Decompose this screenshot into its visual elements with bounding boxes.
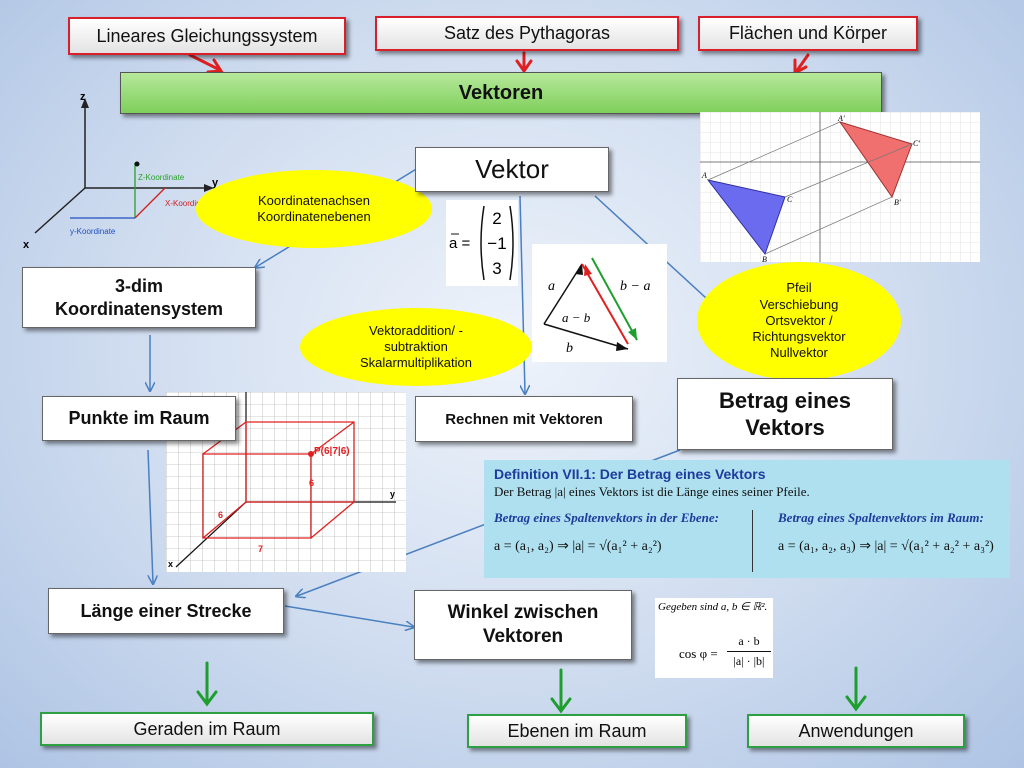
axis-y-label: y — [212, 177, 219, 189]
z-koordinate-label: Z-Koordinate — [138, 173, 185, 182]
ellipse-vektoraddition: Vektoraddition/ - subtraktion Skalarmult… — [300, 308, 532, 386]
box-winkel-zwischen-vektoren: Winkel zwischen Vektoren — [414, 590, 632, 660]
definition-formula-plane: a = (a₁, a₂) ⇒ |a| = √(a₁² + a₂²) — [494, 539, 662, 554]
box-geraden-im-raum: Geraden im Raum — [40, 712, 374, 746]
definition-betrag-figure: Definition VII.1: Der Betrag eines Vekto… — [484, 460, 1010, 578]
box-vektor: Vektor — [415, 147, 609, 192]
box-lineares-gleichungssystem: Lineares Gleichungssystem — [68, 17, 346, 55]
x-koordinate-label: X-Koordinate — [165, 199, 212, 208]
red-arrow-3 — [794, 53, 810, 74]
definition-sub-space: Betrag eines Spaltenvektors im Raum: — [778, 510, 984, 525]
box-betrag-eines-vektors: Betrag eines Vektors — [677, 378, 893, 450]
axis-x-label: x — [23, 239, 30, 251]
definition-divider — [752, 510, 753, 572]
label-A-prime: A' — [837, 114, 845, 123]
label-b-minus-a: b − a — [620, 279, 650, 294]
vector-a-v3: 3 — [492, 259, 501, 278]
grid-axis-y: y — [390, 489, 395, 499]
label-B-prime: B' — [894, 198, 901, 207]
box-ebenen-im-raum: Ebenen im Raum — [467, 714, 687, 748]
y-koordinate-label: y-Koordinate — [70, 227, 116, 236]
axis-z-label: z — [80, 91, 86, 103]
definition-text: Der Betrag |a| eines Vektors ist die Län… — [494, 484, 810, 499]
definition-title: Definition VII.1: Der Betrag eines Vekto… — [494, 466, 766, 482]
point-p-label: P(6|7|6) — [314, 446, 350, 457]
label-B: B — [762, 255, 767, 262]
label-a: a — [548, 279, 555, 294]
triangle-grid-figure: A B C A' B' C' — [700, 112, 980, 264]
vector-difference-figure: a b − a a − b b — [532, 244, 667, 362]
grid-axis-x: x — [168, 559, 173, 569]
axes-figure: z y x Z-Koordinate X-Koordinate y-Koordi… — [23, 91, 219, 251]
vector-a-v1: 2 — [492, 209, 501, 228]
grid-label-6b: 6 — [218, 510, 223, 520]
vector-a-figure: a = 2 −1 3 — [446, 200, 518, 286]
cos-den: |a| · |b| — [733, 654, 765, 668]
cos-lhs: cos φ = — [679, 646, 718, 661]
cos-formula-figure: Gegeben sind a, b ∈ ℝ². cos φ = a · b |a… — [655, 598, 773, 678]
box-flaechen-und-koerper: Flächen und Körper — [698, 16, 918, 51]
red-arrow-1 — [188, 53, 222, 72]
label-C: C — [787, 195, 793, 204]
cos-given: Gegeben sind a, b ∈ ℝ². — [658, 601, 768, 613]
grid-label-6: 6 — [309, 478, 314, 488]
box-laenge-einer-strecke: Länge einer Strecke — [48, 588, 284, 634]
label-C-prime: C' — [913, 139, 920, 148]
label-b: b — [566, 341, 573, 356]
definition-sub-plane: Betrag eines Spaltenvektors in der Ebene… — [494, 510, 719, 525]
cos-num: a · b — [738, 634, 760, 648]
ellipse-koordinatenachsen: Koordinatenachsen Koordinatenebenen — [196, 170, 432, 248]
vector-a-v2: −1 — [487, 234, 506, 253]
box-anwendungen: Anwendungen — [747, 714, 965, 748]
ellipse-pfeil: Pfeil Verschiebung Ortsvektor / Richtung… — [697, 262, 901, 380]
vector-a-lhs: a = — [449, 235, 471, 252]
label-A: A — [701, 171, 707, 180]
grid-label-7: 7 — [258, 544, 263, 554]
box-3dim-koordinatensystem: 3-dim Koordinatensystem — [22, 267, 256, 328]
label-a-minus-b: a − b — [562, 310, 591, 325]
arrow-laenge-to-winkel — [284, 605, 413, 627]
definition-formula-space: a = (a₁, a₂, a₃) ⇒ |a| = √(a₁² + a₂² + a… — [778, 539, 994, 554]
box-satz-des-pythagoras: Satz des Pythagoras — [375, 16, 679, 51]
box-rechnen-mit-vektoren: Rechnen mit Vektoren — [415, 396, 633, 442]
box-punkte-im-raum: Punkte im Raum — [42, 396, 236, 441]
cos-fraction-line — [727, 651, 771, 652]
arrow-punkte-to-laenge — [147, 449, 153, 583]
banner-vektoren: Vektoren — [120, 72, 882, 114]
